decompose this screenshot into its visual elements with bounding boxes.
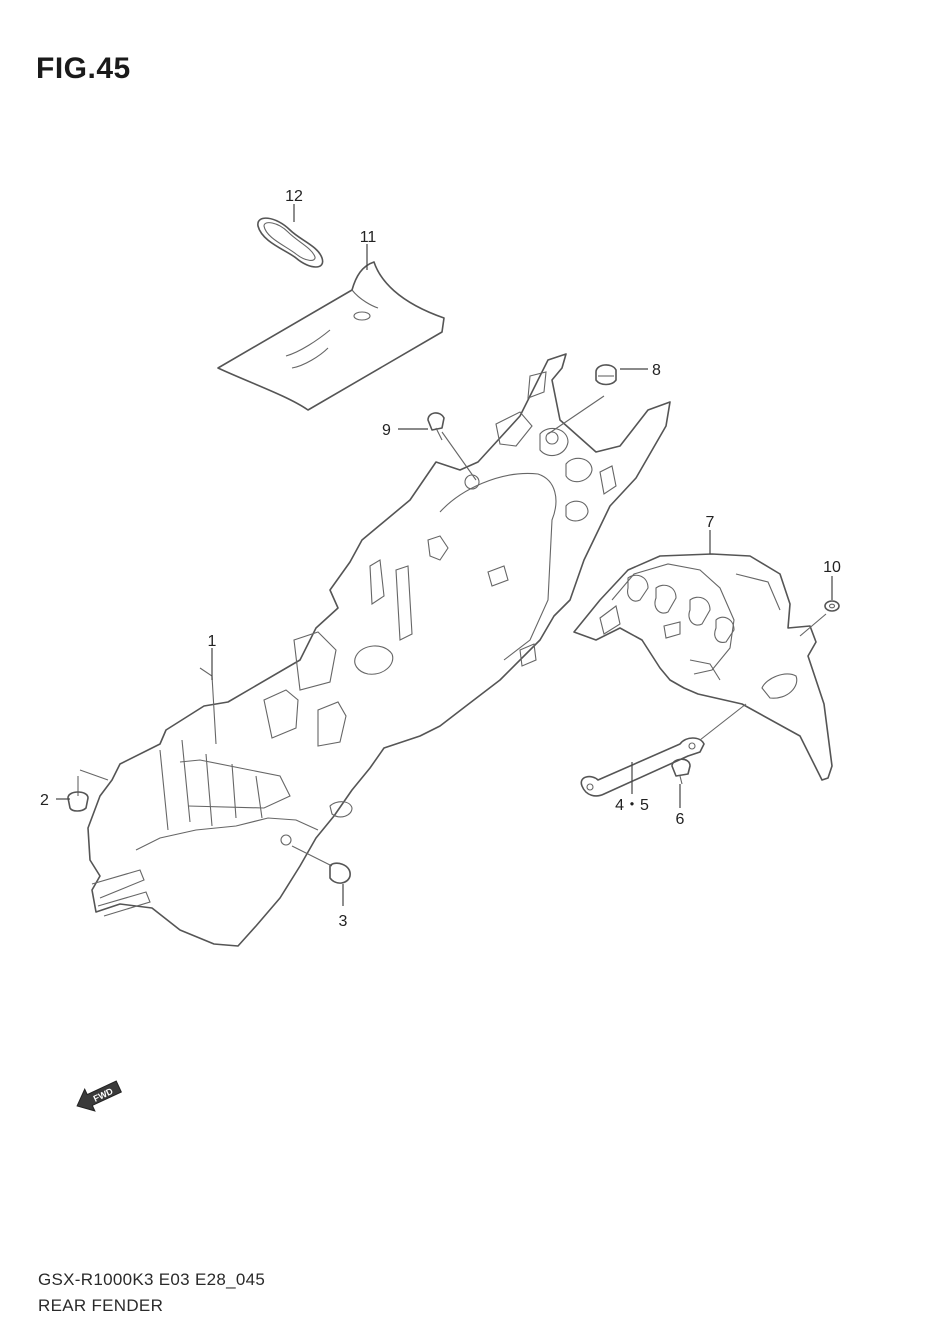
fwd-arrow-icon: FWD: [76, 1080, 122, 1112]
callout-8: 8: [652, 362, 661, 379]
part-9-bolt: [427, 412, 445, 441]
part-3-bolt: [291, 845, 351, 884]
callout-4-5: 4・5: [615, 797, 649, 814]
leader-lines: [56, 204, 833, 906]
part-6-screw: [671, 758, 691, 785]
part-2-bolt: [67, 776, 89, 812]
callout-11: 11: [360, 229, 377, 246]
callout-12: 12: [285, 188, 303, 205]
diagram-name: REAR FENDER: [38, 1296, 164, 1315]
diagram-code: GSX-R1000K3 E03 E28_045: [38, 1270, 266, 1289]
callout-10: 10: [823, 559, 841, 576]
part-1-rear-fender: [87, 353, 671, 947]
part-4-5-bracket: [580, 737, 705, 797]
callout-3: 3: [339, 913, 348, 930]
callout-2: 2: [40, 792, 49, 809]
callout-6: 6: [676, 811, 685, 828]
part-10-washer: [824, 600, 840, 612]
callout-7: 7: [706, 514, 715, 531]
part-8-grommet: [595, 364, 617, 386]
callout-1: 1: [208, 633, 217, 650]
part-11-bag: [217, 261, 445, 411]
alignment-lines: [79, 395, 827, 781]
callout-9: 9: [382, 422, 391, 439]
part-7-mudguard: [573, 553, 833, 781]
part-12-band: [257, 217, 324, 268]
figure-title: FIG.45: [36, 52, 131, 85]
